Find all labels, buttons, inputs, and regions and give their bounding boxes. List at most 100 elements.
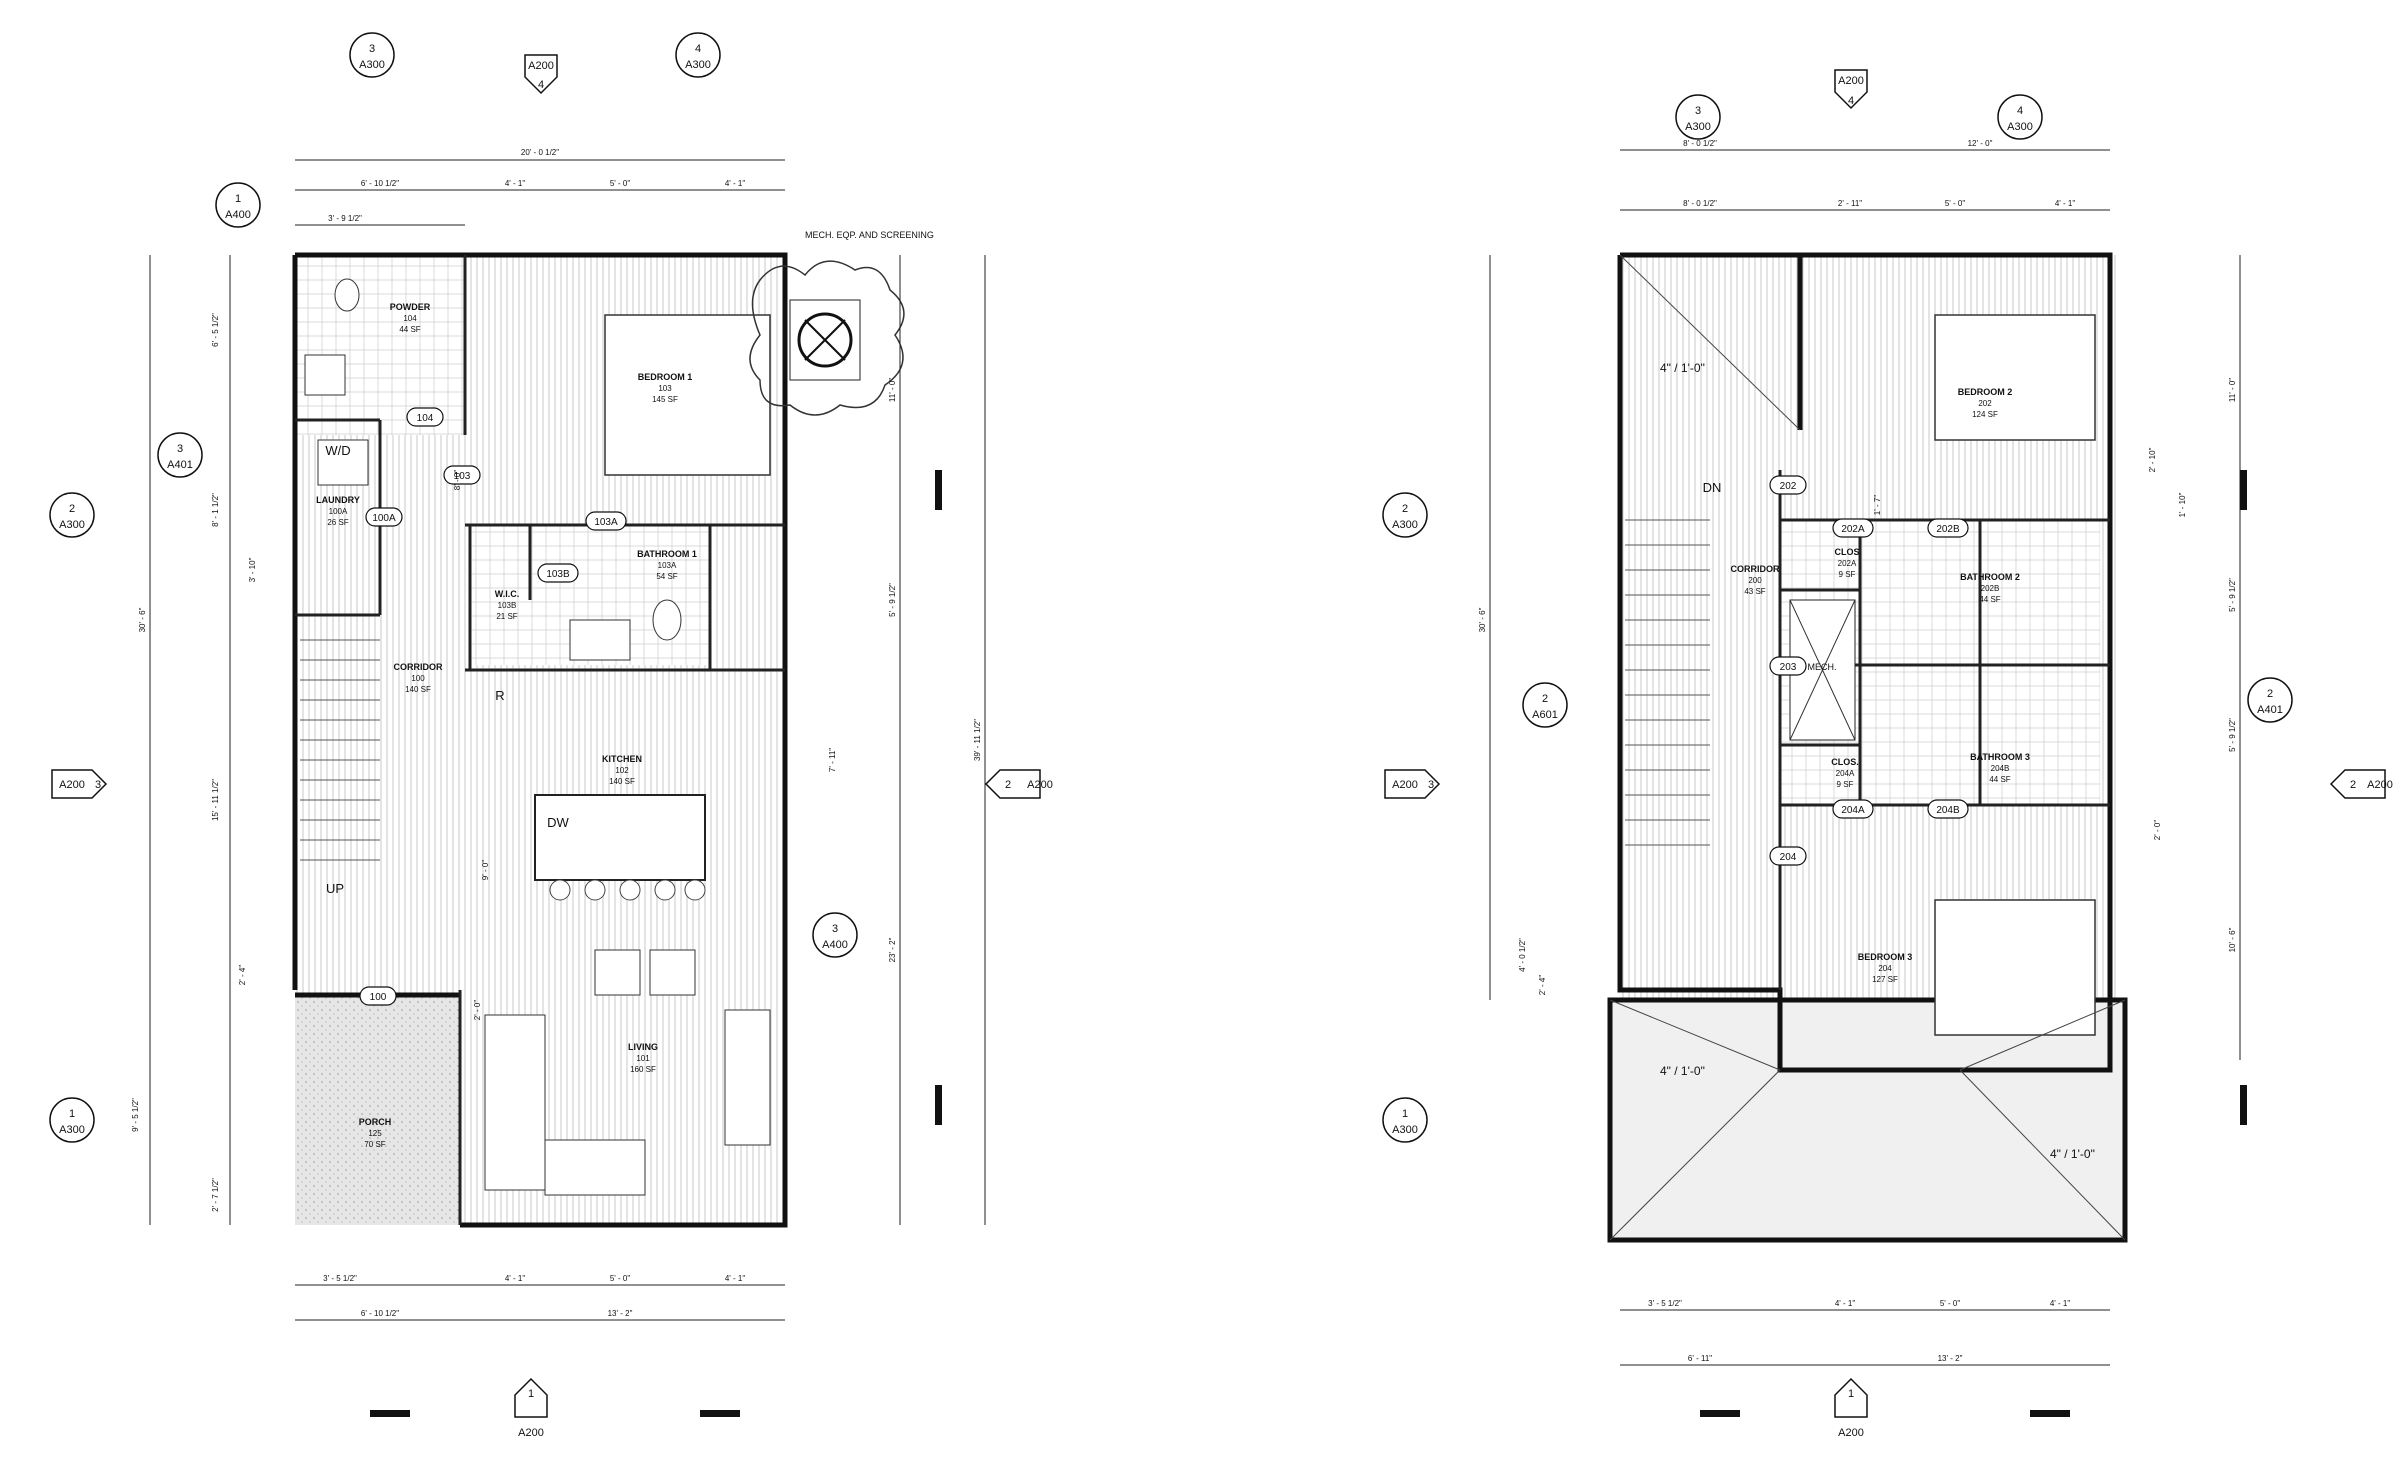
door-tag-203: 203 [1780, 662, 1797, 673]
dim2-left-b: 2' - 4" [1538, 975, 1547, 996]
dim2-inner-a: 1' - 10" [2178, 492, 2187, 517]
roof-slope-label-2: 4" / 1'-0" [1660, 1064, 1705, 1078]
callout-2-a300-bottom: A300 [59, 519, 85, 531]
room-powder-number: 104 [403, 314, 417, 323]
room-bedroom2-name: BEDROOM 2 [1958, 387, 2013, 397]
callout-1-a200-top: 1 [528, 1388, 534, 1400]
dim2-left-a: 4' - 0 1/2" [1518, 938, 1527, 972]
door-tag-100a: 100A [372, 513, 396, 524]
dim-overall-width: 20' - 0 1/2" [521, 148, 559, 157]
callout2-2-a601-bottom: A601 [1532, 709, 1558, 721]
room-bathroom2-area: 44 SF [1979, 595, 2000, 604]
room-bedroom2-number: 202 [1978, 399, 1992, 408]
room-bathroom2-number: 202B [1981, 584, 2000, 593]
room-laundry-number: 100A [329, 507, 348, 516]
room-bedroom1-number: 103 [658, 384, 672, 393]
room-corridor-area: 140 SF [405, 685, 431, 694]
dim-top-a: 6' - 10 1/2" [361, 179, 399, 188]
room-bathroom1-area: 54 SF [656, 572, 677, 581]
room-wic-number: 103B [498, 601, 517, 610]
room-bedroom1-name: BEDROOM 1 [638, 372, 693, 382]
callout-2-a300-top: 2 [69, 503, 75, 515]
callout2-3-a300-top: 3 [1695, 105, 1701, 117]
dim2-left-overall: 30' - 6" [1478, 607, 1487, 632]
dim-bottom-f: 13' - 2" [608, 1309, 633, 1318]
callout-3-a400-top: 3 [832, 923, 838, 935]
room-bedroom1-area: 145 SF [652, 395, 678, 404]
door-tag-202: 202 [1780, 481, 1797, 492]
dim-left-h: 2' - 0" [473, 1000, 482, 1021]
room-powder-name: POWDER [390, 302, 431, 312]
door-tag-104: 104 [417, 413, 434, 424]
door-tag-202b: 202B [1936, 524, 1960, 535]
callout-a200-3-left: A200 [59, 779, 85, 791]
dim2-bottom-d: 4' - 1" [2050, 1299, 2071, 1308]
room-clos-204a-area: 9 SF [1837, 780, 1854, 789]
dim2-right-d: 10' - 6" [2228, 927, 2237, 952]
room-corridor2-area: 43 SF [1744, 587, 1765, 596]
callout-4-a300-bottom: A300 [685, 59, 711, 71]
room-living-area: 160 SF [630, 1065, 656, 1074]
room-clos-202a-number: 202A [1838, 559, 1857, 568]
room-clos-202a-area: 9 SF [1839, 570, 1856, 579]
mech-room-label: MECH. [1808, 662, 1837, 672]
room-porch-name: PORCH [359, 1117, 392, 1127]
room-living-number: 101 [636, 1054, 650, 1063]
dim2-inner-c: 2' - 0" [2153, 820, 2162, 841]
room-laundry-area: 26 SF [327, 518, 348, 527]
callout-4-a300-top: 4 [695, 43, 701, 55]
room-bathroom1-number: 103A [658, 561, 677, 570]
callout2-1-a200-top: 1 [1848, 1388, 1854, 1400]
callout2-2-a601-top: 2 [1542, 693, 1548, 705]
callout-3-a300-top: 3 [369, 43, 375, 55]
room-corridor-name: CORRIDOR [394, 662, 443, 672]
dim2-top-a: 8' - 0 1/2" [1683, 139, 1717, 148]
dim-left-f: 9' - 5 1/2" [131, 1098, 140, 1132]
room-laundry-name: LAUNDRY [316, 495, 360, 505]
room-living-name: LIVING [628, 1042, 658, 1052]
dim-right-d: 23' - 2" [888, 937, 897, 962]
callout-a200-4-top: A200 [528, 60, 554, 72]
dim2-top-d: 2' - 11" [1838, 199, 1862, 208]
room-kitchen-name: KITCHEN [602, 754, 642, 764]
room-corridor2-number: 200 [1748, 576, 1762, 585]
callout-2-a200-right: A200 [1027, 779, 1053, 791]
dishwasher-label: DW [547, 815, 569, 830]
first-floor-plan: POWDER BEDROOM 1 LAUNDRY BATHROOM 1 W.I.… [49, 32, 1053, 1439]
door-tag-103b: 103B [546, 569, 570, 580]
callout2-a200-3-left: A200 [1392, 779, 1418, 791]
callout-1-a300-bottom: A300 [59, 1124, 85, 1136]
callout2-2-a300-top: 2 [1402, 503, 1408, 515]
dim2-bottom-b: 4' - 1" [1835, 1299, 1856, 1308]
callout2-4-a300-bottom: A300 [2007, 121, 2033, 133]
callout-3-a300-bottom: A300 [359, 59, 385, 71]
room-clos-204a-name: CLOS. [1831, 757, 1859, 767]
door-tag-100: 100 [370, 992, 387, 1003]
dim2-top-e: 5' - 0" [1945, 199, 1966, 208]
room-porch-number: 125 [368, 1129, 382, 1138]
callout-3-a401-top: 3 [177, 443, 183, 455]
room-bathroom2-name: BATHROOM 2 [1960, 572, 2020, 582]
dim2-right-b: 5' - 9 1/2" [2228, 578, 2237, 612]
callout2-2-a200-right: A200 [2367, 779, 2393, 791]
dim-left-c: 3' - 10" [248, 557, 257, 582]
dim-left-a: 6' - 5 1/2" [211, 313, 220, 347]
room-bedroom3-number: 204 [1878, 964, 1892, 973]
callout-a200-4-bottom: 4 [538, 79, 544, 91]
callout2-a200-3-right: 3 [1428, 779, 1434, 791]
callout-1-a300-top: 1 [69, 1108, 75, 1120]
door-tag-204a: 204A [1841, 805, 1865, 816]
room-corridor-number: 100 [411, 674, 425, 683]
callout-3-a401-bottom: A401 [167, 459, 193, 471]
washer-dryer-label: W/D [325, 443, 350, 458]
callout2-3-a300-bottom: A300 [1685, 121, 1711, 133]
room-bedroom2-area: 124 SF [1972, 410, 1998, 419]
room-kitchen-number: 102 [615, 766, 629, 775]
dim2-inner-d: 1' - 7" [1873, 495, 1882, 516]
dim2-inner-b: 2' - 10" [2148, 447, 2157, 472]
dim-left-g: 2' - 7 1/2" [211, 1178, 220, 1212]
dim-left-overall: 30' - 6" [138, 607, 147, 632]
mech-equipment-note: MECH. EQP. AND SCREENING [805, 230, 934, 240]
dim-bottom-d: 4' - 1" [725, 1274, 746, 1283]
